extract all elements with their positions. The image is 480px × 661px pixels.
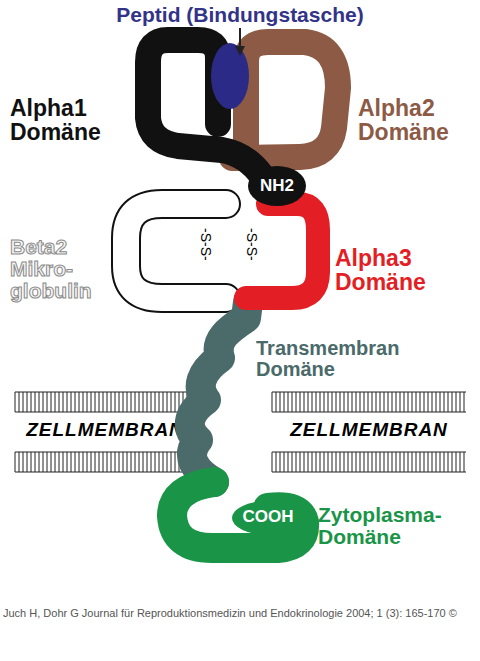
- domain-label: Beta2 Mikro- globulin: [10, 236, 92, 302]
- caption: Juch H, Dohr G Journal für Reproduktions…: [3, 606, 471, 622]
- domain-label: Alpha3 Domäne: [335, 246, 426, 294]
- shape-outline: [208, 42, 252, 110]
- peptide-oval: Peptid (Bindungstasche): [208, 42, 252, 110]
- shape-part: [272, 392, 466, 472]
- title-label: Peptid (Bindungstasche): [0, 4, 480, 26]
- shape-part: [248, 166, 306, 206]
- shape-part: [232, 42, 338, 158]
- shape-outline: [150, 465, 320, 565]
- membrane-label: ZELLMEMBRAN: [272, 420, 466, 440]
- domain-label: Zytoplasma- Domäne: [318, 504, 442, 548]
- shape-part: [126, 204, 226, 298]
- shape-part: [232, 501, 304, 535]
- cell-membrane: ZELLMEMBRAN: [15, 390, 195, 474]
- alpha3-domain: Alpha3 Domäne-S-S-: [228, 195, 333, 313]
- domain-label: Alpha1 Domäne: [10, 96, 101, 144]
- membrane-label: ZELLMEMBRAN: [15, 420, 195, 440]
- domain-label: Alpha2 Domäne: [358, 96, 449, 144]
- shape-part: [190, 302, 248, 482]
- terminus-label: COOH: [236, 508, 300, 526]
- shape-part: [172, 482, 304, 548]
- disulfide-label: -S-S-: [198, 228, 213, 261]
- shape-part: [126, 204, 226, 298]
- cell-membrane: ZELLMEMBRAN: [272, 390, 466, 474]
- shape-part: [211, 43, 249, 109]
- terminus-label: NH2: [249, 177, 305, 195]
- shape-part: [15, 392, 195, 472]
- shape-outline: [105, 185, 245, 315]
- beta2-microglobulin: Beta2 Mikro- globulin-S-S-: [105, 185, 245, 315]
- leader-line: [239, 28, 241, 47]
- disulfide-label: -S-S-: [244, 228, 259, 261]
- cytoplasm-domain: Zytoplasma- DomäneCOOH: [150, 465, 320, 565]
- domain-label: Transmembran Domäne: [256, 338, 399, 380]
